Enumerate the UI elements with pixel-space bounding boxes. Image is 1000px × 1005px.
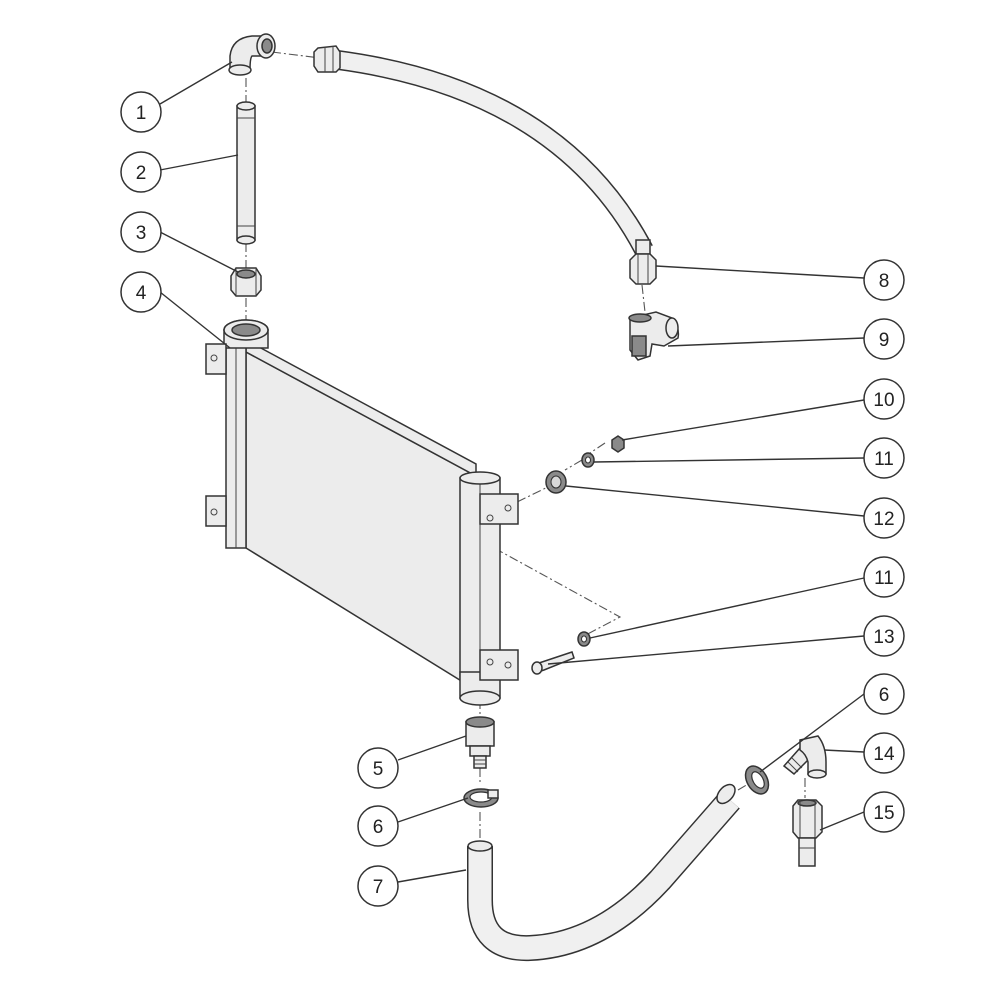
assembly-centerlines [245,51,806,838]
part-6-hose-clamp-upper [744,765,770,795]
part-2-pipe-nipple [236,101,256,245]
part-12-grommet [545,470,567,494]
callout-11-upper: 11 [863,437,905,479]
part-9-elbow-adapter [628,311,680,361]
callout-12-label: 12 [873,509,894,530]
part-5-barb-fitting [465,716,495,769]
callout-4-label: 4 [136,283,147,304]
part-10-nut [611,435,625,453]
callout-8: 8 [863,259,905,301]
callout-3: 3 [120,211,162,253]
callout-12: 12 [863,497,905,539]
callout-1: 1 [120,91,162,133]
part-11-washer-upper [581,452,595,468]
callout-1-label: 1 [136,103,147,124]
callout-9-label: 9 [879,330,890,351]
leader-lines [159,61,865,883]
callout-7: 7 [357,865,399,907]
callout-14: 14 [863,732,905,774]
callout-7-label: 7 [373,877,384,898]
part-13-bolt [531,651,575,675]
callout-13-label: 13 [873,627,894,648]
callout-11-upper-label: 11 [874,449,894,470]
callout-9: 9 [863,318,905,360]
callout-5-label: 5 [373,759,384,780]
callout-6-upper: 6 [863,673,905,715]
callout-11-lower: 11 [863,556,905,598]
part-4-oil-cooler [205,319,519,706]
callout-10-label: 10 [873,390,894,411]
part-14-elbow-barb [782,735,827,779]
part-11-washer-lower [577,631,591,647]
callout-13: 13 [863,615,905,657]
part-3-hex-bushing [230,267,262,297]
callout-5: 5 [357,747,399,789]
part-15-adapter [792,799,823,867]
callout-15: 15 [863,791,905,833]
callout-8-label: 8 [879,271,890,292]
callout-6-upper-label: 6 [879,685,890,706]
part-8-upper-hose [313,45,657,285]
callout-11-lower-label: 11 [874,568,894,589]
callout-4: 4 [120,271,162,313]
callout-2: 2 [120,151,162,193]
callout-3-label: 3 [136,223,147,244]
callout-14-label: 14 [873,744,895,765]
callout-10: 10 [863,378,905,420]
callout-6-lower-label: 6 [373,817,384,838]
part-7-lower-hose [467,783,740,962]
callout-15-label: 15 [873,803,894,824]
part-1-elbow-fitting [228,33,276,76]
callout-2-label: 2 [136,163,147,184]
callout-6-lower: 6 [357,805,399,847]
part-6-hose-clamp [463,788,499,808]
